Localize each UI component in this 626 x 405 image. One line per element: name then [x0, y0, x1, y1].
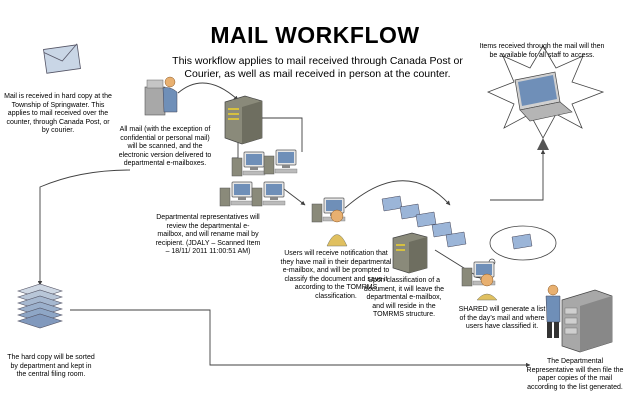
connector-user-to-classified	[344, 180, 451, 209]
server-icon	[224, 95, 263, 145]
connector-scanner-to-server	[177, 82, 239, 101]
workstation-icon	[219, 149, 298, 207]
connector-server-right	[258, 117, 303, 152]
step-scanned-text: All mail (with the exception of confiden…	[118, 126, 212, 168]
intro-text: This workflow applies to mail received t…	[172, 55, 463, 80]
step-users-text: Users will receive notification that the…	[280, 250, 392, 300]
step-filing-text: The Departmental Representative will the…	[526, 358, 624, 391]
document-stack-icon	[17, 283, 63, 329]
filing-cabinet-icon	[545, 284, 613, 353]
page-title: MAIL WORKFLOW	[210, 22, 420, 48]
step-departmental-text: Departmental representatives will review…	[155, 214, 261, 256]
connector-to-laptop	[490, 149, 546, 201]
step-hardcopy-text: The hard copy will be sorted by departme…	[7, 354, 95, 379]
connector-server-to-departmental	[232, 140, 239, 159]
step-received-text: Mail is received in hard copy at the Tow…	[4, 93, 112, 135]
step-shared-text: SHARED will generate a list of the day’s…	[458, 306, 546, 331]
user-computer-icon	[311, 197, 348, 247]
envelope-icon	[43, 43, 81, 74]
connector-received-to-hardcopy	[37, 169, 131, 286]
thought-bubble-icon	[483, 225, 557, 273]
step-available-text: Items received through the mail will the…	[479, 43, 605, 59]
user-computer-icon	[461, 261, 498, 301]
step-classified-text: Upon classification of a document, it wi…	[363, 277, 445, 319]
connector-hardcopy-to-filing	[70, 309, 531, 368]
connectors	[37, 82, 546, 368]
connector-to-shared	[434, 249, 481, 279]
laptop-icon	[486, 45, 605, 150]
server-icon	[392, 232, 428, 274]
scanner-person-icon	[144, 76, 178, 116]
